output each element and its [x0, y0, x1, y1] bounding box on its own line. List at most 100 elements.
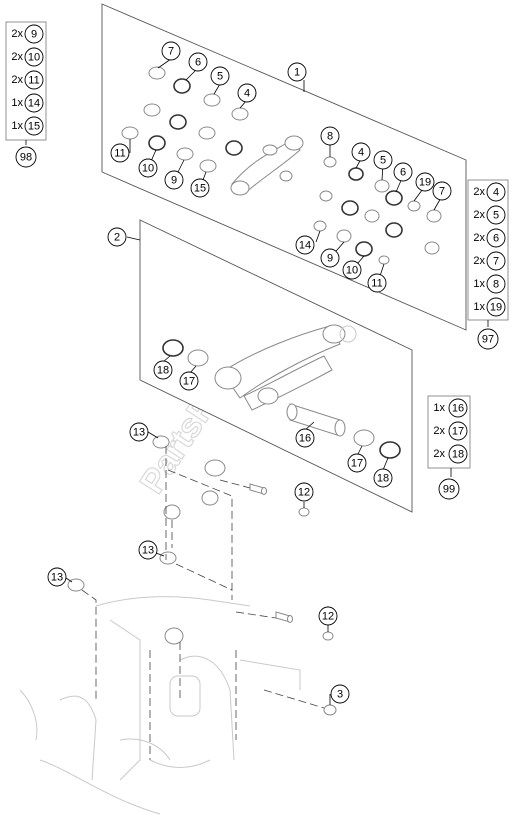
- kit-row-part-circle: [24, 70, 44, 90]
- callout-label: 17: [183, 376, 195, 388]
- callout-label: 5: [380, 155, 386, 167]
- callout-circle: [237, 83, 257, 103]
- callout-circle: [415, 172, 435, 192]
- kit-row-qty: 2x: [433, 448, 445, 460]
- callout-14: 14: [295, 235, 315, 255]
- callout-7: 7: [432, 181, 452, 201]
- kit-99-number-circle: [438, 478, 460, 500]
- callout-8: 8: [320, 126, 340, 146]
- callout-17: 17: [179, 371, 199, 391]
- kit-row-part: 4: [493, 187, 499, 199]
- kit-row-part-circle: [486, 228, 506, 248]
- kit-row-part: 15: [28, 121, 40, 133]
- kit-row-qty: 1x: [11, 97, 23, 109]
- callout-label: 19: [419, 177, 431, 189]
- callout-circle: [347, 453, 367, 473]
- kit-row-part: 7: [493, 256, 499, 268]
- callout-10: 10: [342, 260, 362, 280]
- callout-circle: [129, 422, 149, 442]
- callout-circle: [138, 158, 158, 178]
- kit-97-number-circle: [477, 328, 499, 350]
- callout-circle: [342, 260, 362, 280]
- callout-4: 4: [237, 83, 257, 103]
- kit-row-part: 9: [31, 29, 37, 41]
- callout-label: 3: [337, 689, 343, 701]
- callout-label: 12: [298, 487, 310, 499]
- leader-2: [126, 236, 141, 241]
- kit-row-part-circle: [24, 116, 44, 136]
- kit-row-qty: 1x: [473, 301, 485, 313]
- callout-label: 13: [142, 545, 154, 557]
- callout-5: 5: [373, 150, 393, 170]
- callout-label: 4: [358, 147, 364, 159]
- kit-row-qty: 2x: [11, 28, 23, 40]
- callout-circle: [161, 41, 181, 61]
- kit-row-qty: 2x: [473, 255, 485, 267]
- callout-circle: [432, 181, 452, 201]
- kit-99-row: 2x 18: [433, 444, 468, 464]
- callout-3: 3: [330, 684, 350, 704]
- callout-6: 6: [393, 162, 413, 182]
- kit-row-part: 18: [452, 449, 464, 461]
- callout-4: 4: [351, 142, 371, 162]
- callout-label: 9: [327, 253, 333, 265]
- kit-99-number: 99: [443, 484, 455, 496]
- callout-13: 13: [129, 422, 149, 442]
- kit-97-row: 1x 19: [473, 297, 506, 317]
- kit-98-row: 2x 9: [11, 24, 44, 44]
- callout-label: 13: [51, 572, 63, 584]
- callout-label: 11: [114, 148, 125, 160]
- callout-label: 11: [371, 278, 382, 290]
- kit-row-part-circle: [24, 93, 44, 113]
- callout-circle: [320, 126, 340, 146]
- kit-row-part: 19: [490, 302, 502, 314]
- callout-13: 13: [138, 540, 158, 560]
- callout-circle: [373, 468, 393, 488]
- callout-2: 2: [107, 227, 127, 247]
- callout-label: 10: [346, 265, 358, 277]
- callout-circle: [153, 360, 173, 380]
- callout-5: 5: [210, 66, 230, 86]
- kit-98-row: 1x 14: [11, 93, 44, 113]
- callout-10: 10: [138, 158, 158, 178]
- kit-row-part-circle: [448, 398, 468, 418]
- callout-label: 5: [217, 71, 223, 83]
- kit-row-part: 14: [28, 98, 40, 110]
- callout-1: 1: [287, 62, 307, 82]
- callout-label: 1: [294, 67, 300, 79]
- callout-label: 18: [157, 365, 169, 377]
- kit-row-qty: 2x: [11, 74, 23, 86]
- kit-98-number-circle: [15, 146, 37, 168]
- callout-circle: [295, 428, 315, 448]
- callout-circle: [287, 62, 307, 82]
- callout-9: 9: [320, 248, 340, 268]
- callout-circle: [393, 162, 413, 182]
- callout-6: 6: [188, 52, 208, 72]
- kit-1-panel: [101, 3, 467, 331]
- kit-row-qty: 2x: [433, 425, 445, 437]
- callout-label: 15: [194, 183, 206, 195]
- callout-label: 18: [377, 473, 389, 485]
- callout-circle: [367, 273, 387, 293]
- kit-row-part-circle: [486, 251, 506, 271]
- lower-assembly: [19, 431, 337, 815]
- kit-97-box: [467, 179, 509, 321]
- callout-12: 12: [318, 606, 338, 626]
- callout-label: 16: [299, 433, 311, 445]
- callout-13: 13: [47, 567, 67, 587]
- callout-label: 2: [114, 232, 120, 244]
- kit-row-qty: 2x: [473, 209, 485, 221]
- callout-label: 6: [400, 167, 406, 179]
- callout-16: 16: [295, 428, 315, 448]
- callout-label: 9: [171, 175, 177, 187]
- callout-label: 7: [168, 46, 174, 58]
